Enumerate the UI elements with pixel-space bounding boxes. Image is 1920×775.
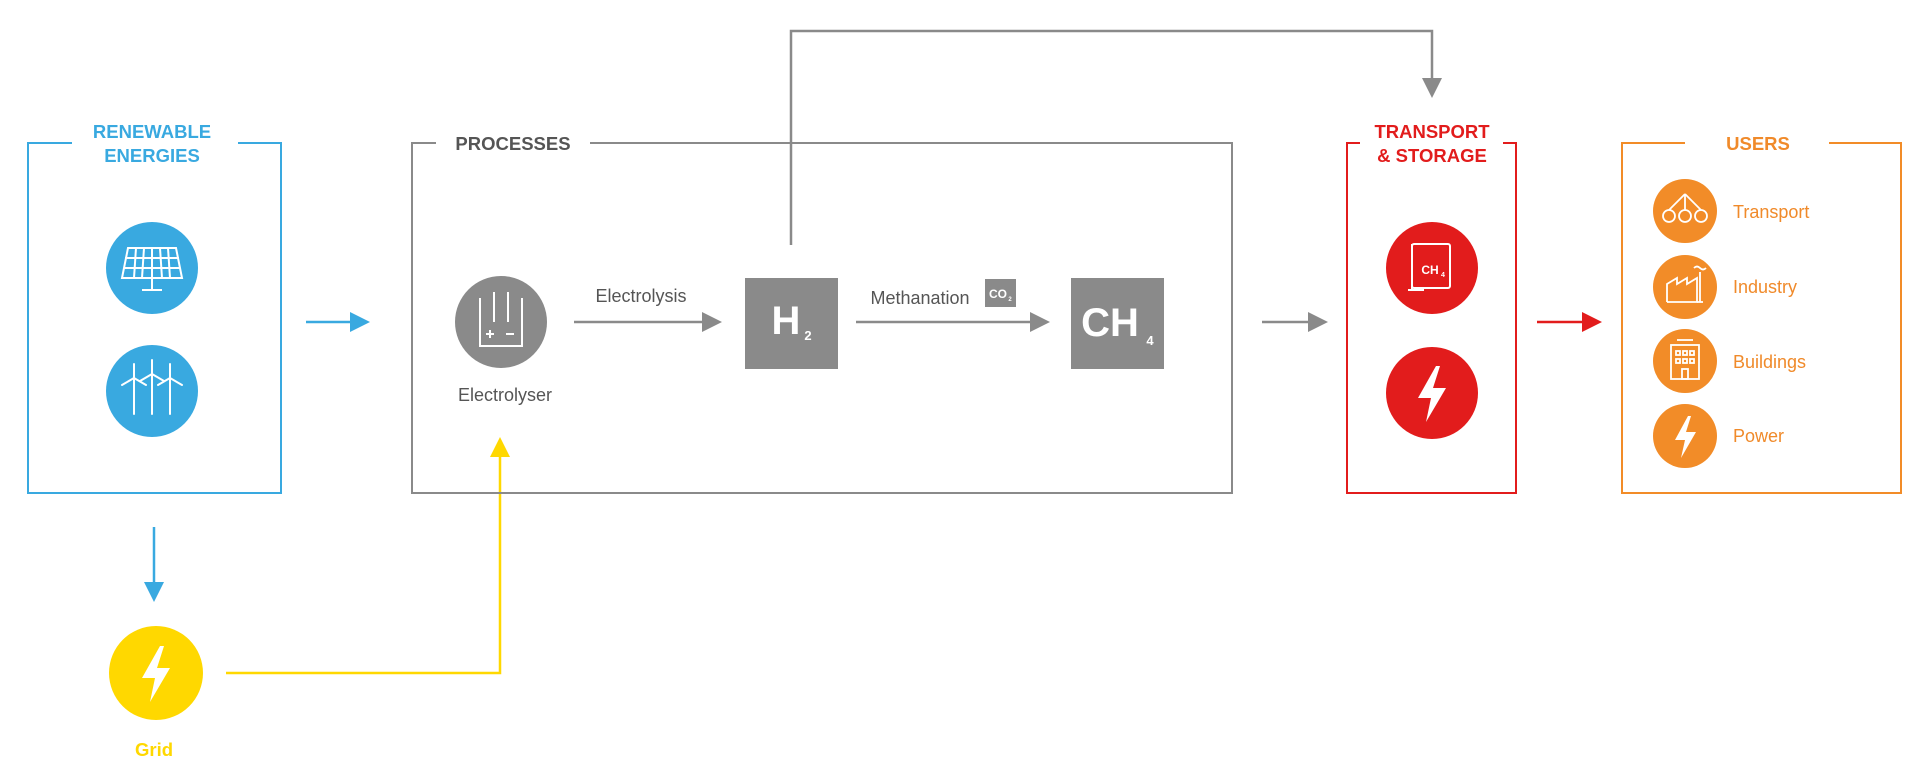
co2-box: CO 2 — [985, 279, 1016, 307]
user-item-transport: Transport — [1653, 179, 1809, 243]
co2-symbol: CO — [989, 287, 1007, 301]
electrolyser-label: Electrolyser — [458, 385, 552, 405]
grid-label: Grid — [135, 739, 173, 760]
arrow-renewable-to-grid — [144, 527, 164, 602]
h2-box: H 2 — [745, 278, 838, 369]
building-icon — [1653, 329, 1717, 393]
ch4-box: CH 4 — [1071, 278, 1164, 369]
h2-subscript: 2 — [804, 328, 811, 343]
renewable-title-line1: RENEWABLE — [93, 121, 211, 142]
arrow-electrolysis — [574, 312, 722, 332]
arrow-renewable-to-processes — [306, 312, 370, 332]
grid-section: Grid — [109, 626, 203, 760]
renewable-title-line2: ENERGIES — [104, 145, 200, 166]
users-title: USERS — [1726, 133, 1790, 154]
processes-title: PROCESSES — [455, 133, 570, 154]
tank-symbol: CH — [1421, 263, 1438, 277]
wind-turbines-icon — [106, 345, 198, 437]
electrolyser-icon — [455, 276, 547, 368]
transport-storage-section: TRANSPORT & STORAGE CH 4 — [1346, 121, 1517, 494]
ch4-symbol: CH — [1081, 301, 1139, 345]
arrow-processes-to-transport — [1262, 312, 1328, 332]
co2-subscript: 2 — [1008, 297, 1012, 303]
h2-symbol: H — [772, 299, 801, 343]
arrow-transport-to-users — [1537, 312, 1602, 332]
factory-icon — [1653, 255, 1717, 319]
user-label-transport: Transport — [1733, 202, 1809, 222]
transport-title-line1: TRANSPORT — [1374, 121, 1490, 142]
tank-subscript: 4 — [1441, 272, 1445, 279]
transport-lightning-icon — [1386, 347, 1478, 439]
arrow-methanation — [856, 312, 1050, 332]
users-frame — [1621, 142, 1902, 494]
transport-frame — [1346, 142, 1517, 494]
gas-tank-icon: CH 4 — [1386, 222, 1478, 314]
methanation-label: Methanation — [870, 288, 969, 308]
arrow-h2-to-transport — [789, 29, 1442, 245]
user-label-industry: Industry — [1733, 277, 1797, 297]
user-item-industry: Industry — [1653, 255, 1797, 319]
transport-title-line2: & STORAGE — [1377, 145, 1487, 166]
processes-section: PROCESSES Electrolyser Electrolysis H 2 — [411, 133, 1233, 494]
renewable-energies-section: RENEWABLE ENERGIES — [27, 121, 282, 494]
processes-frame — [411, 142, 1233, 494]
user-label-power: Power — [1733, 426, 1784, 446]
user-item-buildings: Buildings — [1653, 329, 1806, 393]
solar-panel-icon — [106, 222, 198, 314]
renewable-frame — [27, 142, 282, 494]
electrolysis-label: Electrolysis — [595, 286, 686, 306]
user-label-buildings: Buildings — [1733, 352, 1806, 372]
users-section: USERS Transport — [1621, 133, 1902, 494]
vehicles-icon — [1653, 179, 1717, 243]
lightning-bolt-icon — [1653, 404, 1717, 468]
user-item-power: Power — [1653, 404, 1784, 468]
grid-lightning-icon — [109, 626, 203, 720]
arrow-grid-to-electrolyser — [226, 437, 510, 675]
ch4-subscript: 4 — [1146, 333, 1154, 348]
